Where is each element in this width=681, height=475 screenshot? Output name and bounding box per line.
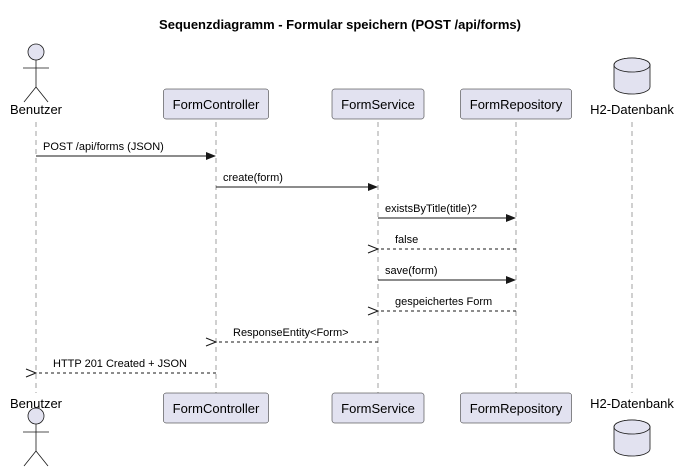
participant-label-formcontroller: FormController <box>173 97 260 112</box>
database-bottom: H2-Datenbank <box>590 396 674 457</box>
participant-label-benutzer: Benutzer <box>10 102 63 117</box>
participant-box <box>163 88 269 120</box>
lifelines <box>35 122 633 393</box>
arrowhead-filled <box>506 214 516 222</box>
message-label: create(form) <box>223 172 283 184</box>
participant-label-h2: H2-Datenbank <box>590 396 674 411</box>
participant-formservice-top: FormService <box>331 88 425 120</box>
actor-leg-left <box>23 450 37 467</box>
actor-leg-right <box>35 450 49 467</box>
participant-label-formservice: FormService <box>341 401 415 416</box>
participant-box <box>460 88 572 120</box>
diagram-title: Sequenzdiagramm - Formular speichern (PO… <box>159 17 521 32</box>
participant-formservice-bottom: FormService <box>331 392 425 424</box>
actor-leg-right <box>35 86 49 103</box>
participant-formcontroller-bottom: FormController <box>163 392 269 424</box>
participant-label-formcontroller: FormController <box>173 401 260 416</box>
message-4: false <box>367 234 516 254</box>
database-top: H2-Datenbank <box>590 57 674 117</box>
participant-label-formservice: FormService <box>341 97 415 112</box>
arrowhead-filled <box>506 276 516 284</box>
actor-top: Benutzer <box>10 43 63 117</box>
participants-top: Benutzer FormController FormService FormRep… <box>10 43 674 120</box>
message-2: create(form) <box>216 172 378 191</box>
message-label: ResponseEntity<Form> <box>233 327 349 339</box>
message-label: existsByTitle(title)? <box>385 203 477 215</box>
actor-icon <box>27 43 45 61</box>
message-8: HTTP 201 Created + JSON <box>25 358 216 378</box>
message-5: save(form) <box>378 265 516 284</box>
participant-box <box>331 88 425 120</box>
message-label: POST /api/forms (JSON) <box>43 141 164 153</box>
messages: POST /api/forms (JSON) create(form) exists… <box>25 141 516 378</box>
arrowhead-open <box>367 306 380 316</box>
participants-bottom: Benutzer FormController FormService FormRep… <box>10 392 674 467</box>
participant-label-formrepository: FormRepository <box>470 97 563 112</box>
actor-bottom: Benutzer <box>10 396 63 467</box>
arrowhead-filled <box>206 152 216 160</box>
message-label: false <box>395 234 418 246</box>
participant-box <box>331 392 425 424</box>
message-label: HTTP 201 Created + JSON <box>53 358 187 370</box>
arrowhead-open <box>205 337 218 347</box>
participant-label-benutzer: Benutzer <box>10 396 63 411</box>
message-6: gespeichertes Form <box>367 296 516 316</box>
participant-label-formrepository: FormRepository <box>470 401 563 416</box>
message-7: ResponseEntity<Form> <box>205 327 378 347</box>
database-icon-top <box>613 419 651 435</box>
arrowhead-filled <box>368 183 378 191</box>
arrowhead-open <box>25 368 38 378</box>
message-label: save(form) <box>385 265 438 277</box>
message-1: POST /api/forms (JSON) <box>36 141 216 160</box>
message-label: gespeichertes Form <box>395 296 492 308</box>
participant-formcontroller-top: FormController <box>163 88 269 120</box>
message-3: existsByTitle(title)? <box>378 203 516 222</box>
database-icon-top <box>613 57 651 73</box>
participant-formrepository-top: FormRepository <box>460 88 572 120</box>
participant-box <box>460 392 572 424</box>
participant-box <box>163 392 269 424</box>
actor-leg-left <box>23 86 37 103</box>
participant-label-h2: H2-Datenbank <box>590 102 674 117</box>
arrowhead-open <box>367 244 380 254</box>
participant-formrepository-bottom: FormRepository <box>460 392 572 424</box>
